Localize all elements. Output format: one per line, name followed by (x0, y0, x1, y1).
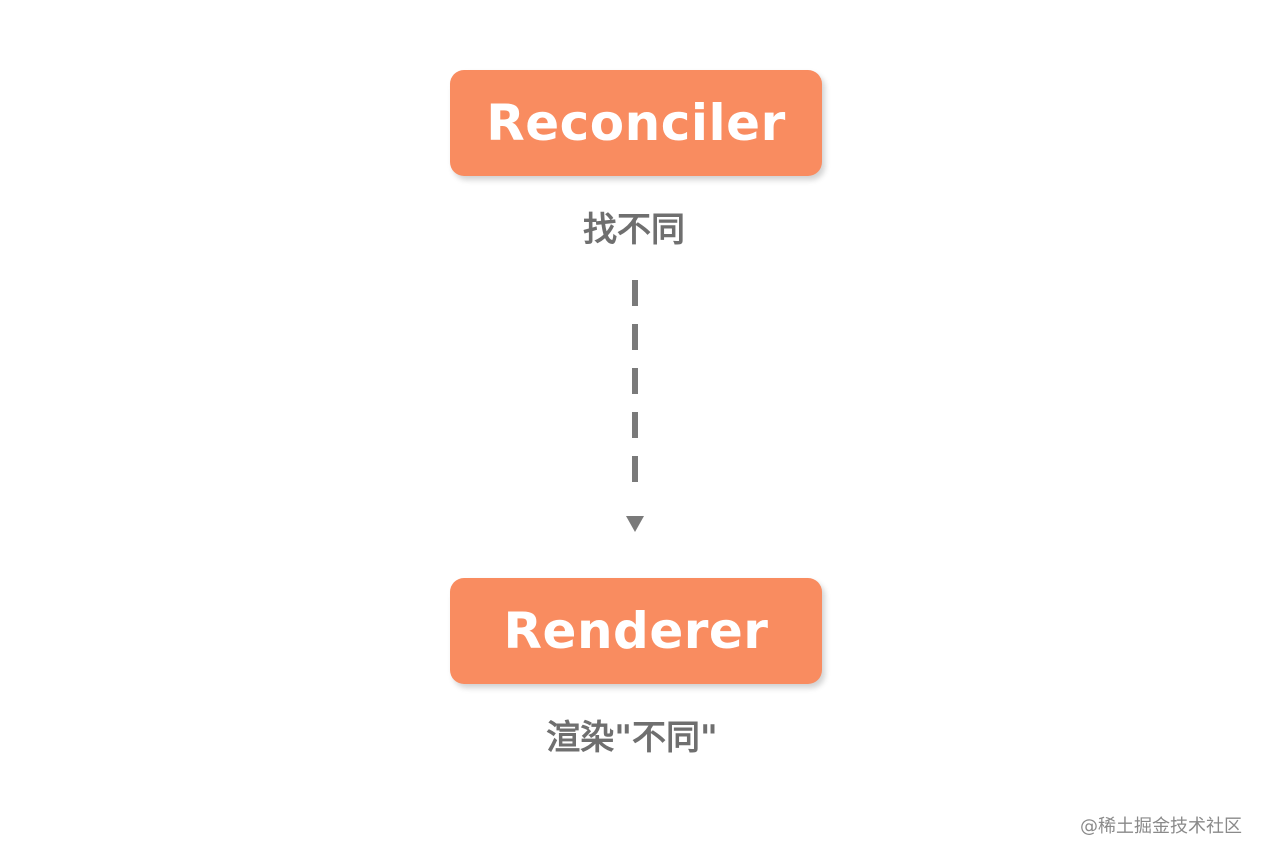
reconciler-caption: 找不同 (583, 210, 685, 250)
arrow-down-icon (626, 516, 644, 532)
renderer-label: Renderer (503, 602, 769, 660)
reconciler-node: Reconciler (450, 70, 822, 176)
dashed-arrow-connector (626, 280, 644, 532)
renderer-caption: 渲染"不同" (546, 718, 718, 758)
reconciler-label: Reconciler (486, 94, 786, 152)
renderer-node: Renderer (450, 578, 822, 684)
watermark-text: @稀土掘金技术社区 (1080, 816, 1242, 837)
